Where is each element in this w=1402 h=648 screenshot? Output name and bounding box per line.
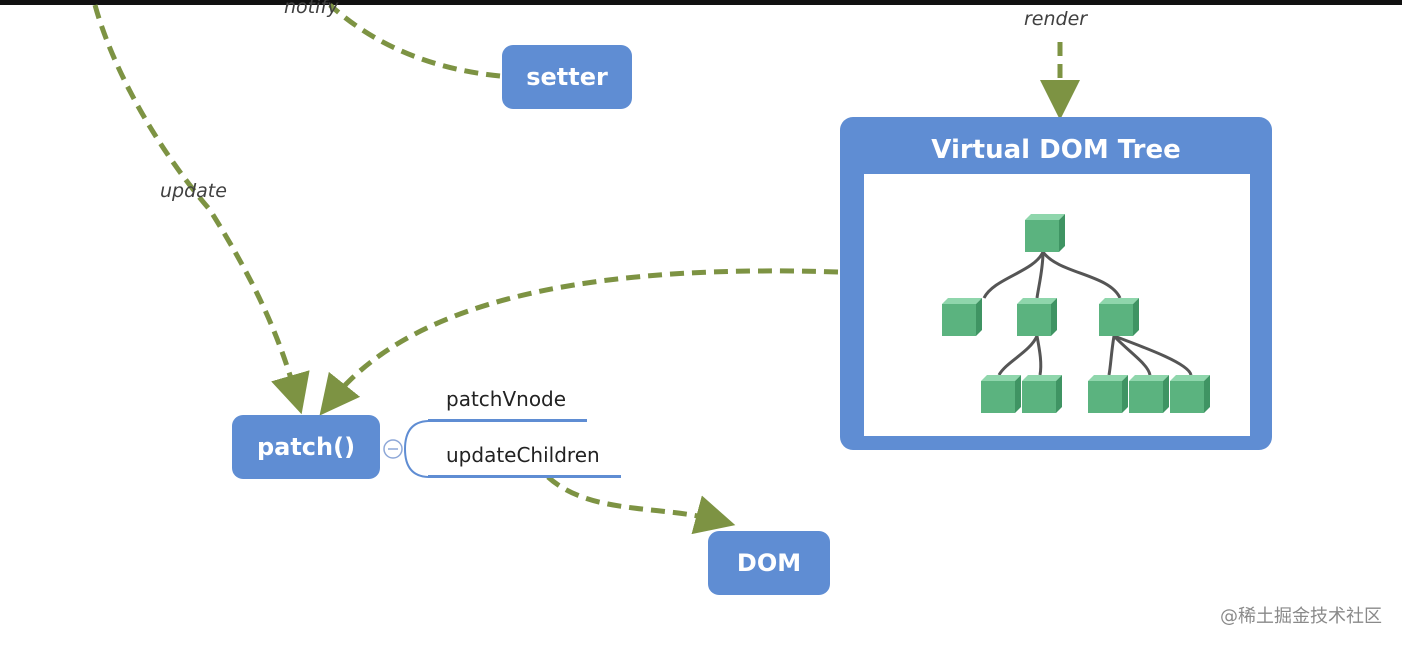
patchvnode-label: patchVnode — [446, 387, 567, 411]
tree-cube — [942, 298, 982, 336]
tree-link — [982, 251, 1045, 299]
tree-link — [1113, 334, 1193, 376]
notify-label: notify — [284, 0, 339, 18]
tree-cube — [1129, 375, 1169, 413]
render-label: render — [1024, 8, 1088, 30]
collapse-icon[interactable] — [383, 439, 403, 459]
tree-diagram — [942, 214, 1210, 413]
top-border — [0, 0, 1402, 5]
virtual-dom-tree-box: Virtual DOM Tree — [840, 117, 1272, 450]
tree-link — [1041, 251, 1122, 299]
update-label: update — [160, 180, 227, 202]
notify-arrow — [328, 3, 501, 79]
virtual-dom-tree-title: Virtual DOM Tree — [931, 135, 1181, 165]
dom-node: DOM — [708, 531, 830, 595]
patch-node: patch() — [232, 415, 380, 479]
virtual-dom-tree-canvas — [864, 174, 1250, 436]
updatechildren-underline — [428, 475, 621, 478]
vdom-to-patch-arrow — [319, 268, 839, 416]
tree-cube — [1170, 375, 1210, 413]
tree-cube-root — [1025, 214, 1065, 252]
tree-cube — [1088, 375, 1128, 413]
tree-cube — [981, 375, 1021, 413]
tree-link — [1035, 335, 1043, 376]
update-arrow — [92, 4, 310, 415]
updatechildren-label: updateChildren — [446, 443, 600, 467]
watermark: @稀土掘金技术社区 — [1220, 606, 1382, 627]
tree-cube — [1022, 375, 1062, 413]
tree-link — [1112, 334, 1152, 376]
tree-cube — [1099, 298, 1139, 336]
updatechildren-to-dom-arrow — [546, 475, 736, 535]
setter-node: setter — [502, 45, 632, 109]
tree-link — [997, 335, 1039, 376]
tree-link — [1035, 251, 1045, 299]
tree-link — [1107, 335, 1116, 376]
patchvnode-underline — [428, 419, 587, 422]
tree-cube — [1017, 298, 1057, 336]
patch-branch-bracket — [404, 420, 429, 478]
